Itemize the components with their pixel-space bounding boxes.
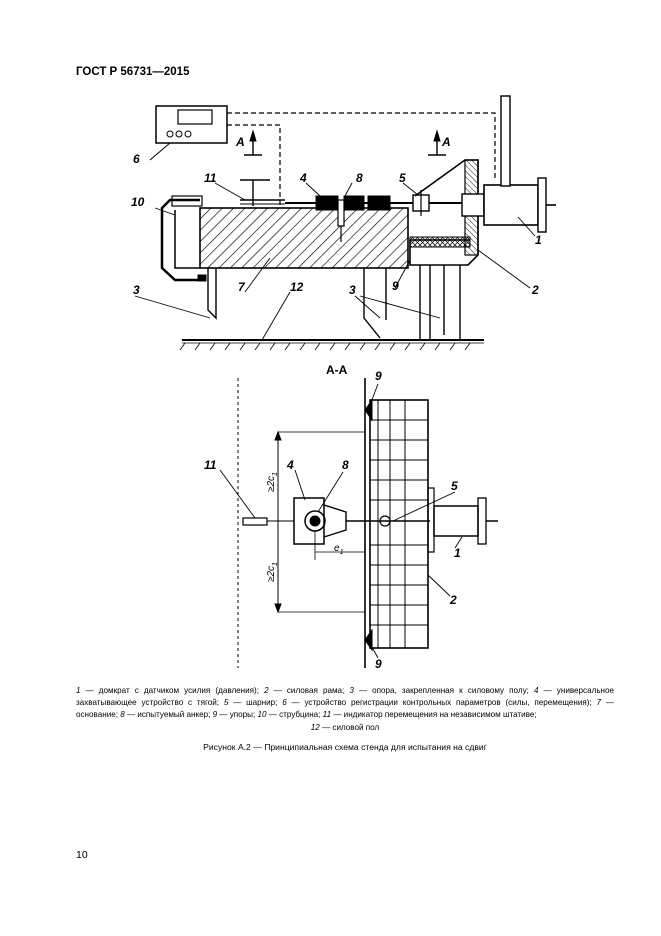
label-12: 12 bbox=[290, 280, 304, 294]
side-view bbox=[134, 95, 556, 351]
label-11: 11 bbox=[204, 171, 217, 185]
legend-item: 11 — индикатор перемещения на независимо… bbox=[322, 710, 537, 720]
section-view bbox=[219, 378, 498, 668]
legend-item: 3 — опора, закрепленная к силовому полу; bbox=[349, 686, 529, 695]
figure-legend: 1 — домкрат с датчиком усилия (давления)… bbox=[76, 685, 614, 734]
sec-label-9-top: 9 bbox=[375, 369, 382, 383]
page-number: 10 bbox=[76, 849, 88, 861]
label-9: 9 bbox=[392, 279, 399, 293]
legend-item: 10 — струбцина; bbox=[257, 710, 321, 720]
side-view-labels: А А 1 2 3 3 4 5 6 7 8 9 10 11 12 bbox=[131, 135, 542, 297]
label-6: 6 bbox=[133, 152, 140, 166]
label-8: 8 bbox=[356, 171, 363, 185]
legend-item: 12 — силовой пол bbox=[310, 722, 380, 732]
dim-lower: ≥2c1 bbox=[266, 562, 279, 582]
document-header: ГОСТ Р 56731—2015 bbox=[76, 66, 190, 78]
section-view-labels: 11 4 8 5 1 2 9 9 bbox=[204, 369, 461, 671]
sec-label-4: 4 bbox=[286, 458, 294, 472]
sec-label-11: 11 bbox=[204, 458, 217, 472]
legend-item: 4 — универсальное захватывающее устройст… bbox=[76, 686, 615, 708]
clamp bbox=[160, 198, 200, 282]
legend-item: 5 — шарнир; bbox=[223, 698, 278, 708]
sec-label-5: 5 bbox=[451, 479, 458, 493]
label-3a: 3 bbox=[133, 283, 140, 297]
sec-label-1: 1 bbox=[454, 546, 461, 560]
base-block bbox=[199, 207, 409, 269]
legend-item: 8 — испытуемый анкер; bbox=[120, 710, 211, 720]
section-mark-right: А bbox=[441, 135, 451, 149]
sec-label-8: 8 bbox=[342, 458, 349, 472]
shear-test-stand-diagram: А А 1 2 3 3 4 5 6 7 8 9 10 11 12 А-А bbox=[131, 95, 556, 671]
section-mark-left: А bbox=[235, 135, 245, 149]
sec-label-9-bottom: 9 bbox=[375, 657, 382, 671]
dim-upper: ≥2c1 bbox=[266, 472, 279, 492]
label-10: 10 bbox=[131, 195, 145, 209]
label-7: 7 bbox=[238, 280, 246, 294]
legend-item: 7 — основание; bbox=[76, 698, 614, 720]
figure-caption: Рисунок А.2 — Принципиальная схема стенд… bbox=[203, 742, 487, 752]
legend-item: 2 — силовая рама; bbox=[264, 686, 345, 695]
label-5: 5 bbox=[399, 171, 406, 185]
label-3b: 3 bbox=[349, 283, 356, 297]
label-2: 2 bbox=[531, 283, 539, 297]
legend-item: 9 — упоры; bbox=[212, 710, 256, 720]
legend-item: 6 — устройство регистрации контрольных п… bbox=[282, 698, 592, 708]
section-title: А-А bbox=[326, 363, 348, 377]
jack bbox=[461, 193, 485, 217]
dim-e: e1 bbox=[334, 543, 344, 556]
label-1: 1 bbox=[535, 233, 542, 247]
sec-label-2: 2 bbox=[449, 593, 457, 607]
label-4: 4 bbox=[299, 171, 307, 185]
legend-item: 1 — домкрат с датчиком усилия (давления)… bbox=[76, 686, 259, 695]
